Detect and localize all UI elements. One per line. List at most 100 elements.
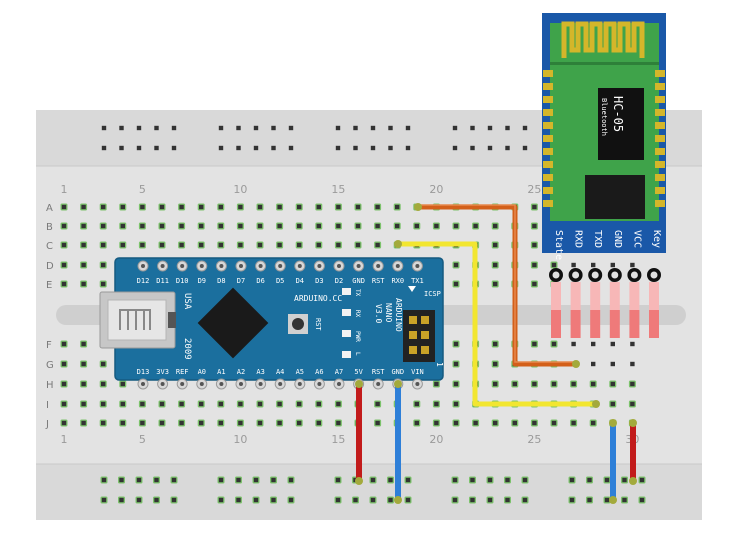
breadboard-hole <box>452 380 460 388</box>
rail-hole <box>387 476 394 484</box>
breadboard-hole <box>530 380 538 388</box>
nano-pin-label: D13 <box>137 368 150 376</box>
led-label: TX <box>354 289 361 297</box>
rail-hole <box>235 476 242 484</box>
breadboard-hole <box>80 400 88 408</box>
antenna-trace <box>561 21 645 58</box>
breadboard-hole <box>432 222 440 230</box>
row-label: C <box>46 241 53 252</box>
rail-hole <box>451 476 459 484</box>
row-label: G <box>46 360 54 371</box>
breadboard-hole <box>530 419 538 427</box>
bt-header-pin <box>627 268 642 338</box>
breadboard-hole <box>80 261 88 269</box>
nano-pin-label: A5 <box>296 368 304 376</box>
rail-hole <box>135 476 143 484</box>
rail-hole <box>470 125 475 131</box>
breadboard-hole <box>99 203 107 211</box>
breadboard-hole <box>610 361 615 367</box>
reset-button <box>292 318 304 330</box>
icsp-header <box>403 310 435 362</box>
module-pad <box>655 109 665 116</box>
module-pad <box>543 70 553 77</box>
breadboard-hole <box>491 222 499 230</box>
module-pad <box>543 83 553 90</box>
breadboard-hole <box>60 419 68 427</box>
rail-hole <box>568 476 576 484</box>
rail-hole <box>217 476 225 484</box>
rail-hole <box>154 145 159 151</box>
nano-pin-label: A0 <box>198 368 206 376</box>
breadboard-hole <box>276 400 284 408</box>
breadboard-hole <box>413 419 421 427</box>
breadboard-hole <box>295 419 303 427</box>
breadboard-hole <box>452 340 460 348</box>
breadboard-hole <box>158 203 166 211</box>
breadboard-hole <box>452 280 460 288</box>
led-label: PWR <box>354 331 361 342</box>
module-pad <box>543 200 553 207</box>
breadboard-hole <box>530 261 538 269</box>
breadboard-hole <box>530 340 538 348</box>
breadboard-hole <box>393 222 401 230</box>
hc05-subtitle: Bluetooth <box>600 98 608 136</box>
nano-pin-label: D7 <box>237 277 245 285</box>
nano-name-line-1: ARDUINO <box>394 298 403 332</box>
breadboard-hole <box>452 261 460 269</box>
module-pad <box>655 174 665 181</box>
icsp-pin1-label: 1 <box>435 362 444 367</box>
module-pad <box>543 135 553 142</box>
breadboard-hole <box>452 419 460 427</box>
breadboard-hole <box>119 203 127 211</box>
rail-hole <box>270 476 277 484</box>
breadboard-hole <box>119 241 127 249</box>
rail-hole <box>218 145 224 151</box>
rail-hole <box>252 476 260 484</box>
rail-hole <box>118 476 125 484</box>
breadboard-hole <box>413 222 421 230</box>
usb-label: USA <box>182 293 192 310</box>
rail-hole <box>287 496 295 504</box>
bt-header-pin <box>588 268 603 338</box>
rail-hole <box>451 496 459 504</box>
nano-pin-label: TX1 <box>411 277 424 285</box>
breadboard-hole <box>80 280 88 288</box>
breadboard-hole <box>491 380 499 388</box>
icsp-label: ICSP <box>424 290 441 298</box>
breadboard-hole <box>99 419 107 427</box>
module-pad <box>543 148 553 155</box>
breadboard-hole <box>60 280 68 288</box>
orange-wire-highlight <box>418 204 576 363</box>
wire-end <box>394 496 402 504</box>
bt-chip <box>585 175 645 219</box>
breadboard-hole <box>217 419 225 427</box>
breadboard-hole <box>315 419 323 427</box>
breadboard-hole <box>630 341 635 347</box>
breadboard-hole <box>334 400 342 408</box>
breadboard-hole <box>99 400 107 408</box>
breadboard-hole <box>334 419 342 427</box>
wire-end <box>609 496 617 504</box>
rail-hole <box>522 125 528 131</box>
rail-hole <box>100 496 108 504</box>
module-pad <box>655 70 665 77</box>
bt-header-pin <box>568 268 583 338</box>
rail-hole <box>521 476 529 484</box>
breadboard-hole <box>530 222 538 230</box>
breadboard-hole <box>315 203 323 211</box>
nano-pin-label: D4 <box>296 277 304 285</box>
wire-end <box>572 360 580 368</box>
rail-hole <box>154 125 159 131</box>
status-led <box>342 351 351 358</box>
breadboard-hole <box>550 380 558 388</box>
nano-pin-label: VIN <box>411 368 424 376</box>
breadboard-hole <box>99 280 107 288</box>
column-label: 5 <box>139 183 146 196</box>
bt-pin-label: TXD <box>592 230 603 248</box>
rail-hole <box>638 476 646 484</box>
nano-pin-label: A6 <box>315 368 323 376</box>
column-label: 1 <box>61 183 68 196</box>
power-rail-holes <box>100 125 646 504</box>
breadboard-hole <box>491 360 499 368</box>
breadboard-hole <box>315 400 323 408</box>
